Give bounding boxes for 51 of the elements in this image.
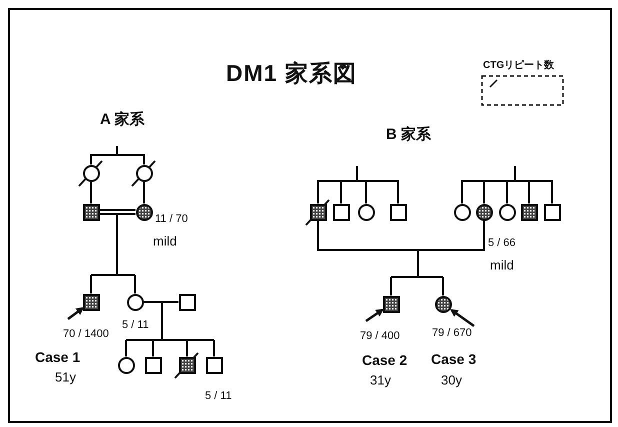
- repeat-count: 79 / 400: [360, 330, 400, 342]
- square-symbol: [382, 296, 400, 312]
- square-symbol: [178, 294, 196, 310]
- age-label: 30y: [441, 372, 462, 388]
- legend-caption: CTGリピート数: [483, 58, 554, 72]
- repeat-count: 5 / 11: [205, 390, 232, 402]
- severity-note: mild: [153, 234, 177, 248]
- family-heading: B 家系: [386, 125, 431, 144]
- age-label: 31y: [370, 372, 391, 388]
- repeat-count: 5 / 11: [122, 319, 149, 331]
- square-symbol: [310, 204, 326, 220]
- circle-symbol: [136, 204, 152, 220]
- pedigree-line: [125, 301, 215, 358]
- square-symbol: [206, 356, 222, 374]
- pedigree-line: [90, 209, 136, 294]
- circle-symbol: [476, 204, 492, 220]
- case-label: Case 3: [431, 351, 476, 367]
- pedigree-line: [116, 146, 145, 164]
- arrow: [365, 308, 384, 322]
- circle-symbol: [118, 356, 134, 374]
- square-symbol: [82, 294, 100, 310]
- title: DM1 家系図: [226, 59, 357, 88]
- circle-symbol: [136, 164, 152, 182]
- square-symbol: [332, 204, 350, 220]
- circle-symbol: [126, 294, 144, 310]
- square-symbol: [544, 204, 560, 220]
- pedigree-line: [317, 220, 485, 296]
- repeat-count: 70 / 1400: [63, 328, 109, 340]
- repeat-count: 5 / 66: [488, 237, 516, 249]
- square-symbol: [144, 356, 162, 374]
- severity-note: mild: [490, 258, 514, 272]
- case-label: Case 2: [362, 352, 408, 368]
- case-label: Case 1: [35, 349, 80, 365]
- square-symbol: [82, 204, 100, 220]
- arrow: [67, 307, 84, 320]
- pedigree-line: [356, 166, 399, 204]
- age-label: 51y: [55, 370, 76, 384]
- square-symbol: [520, 204, 538, 220]
- pedigree-line: [143, 182, 145, 204]
- circle-symbol: [82, 164, 100, 182]
- square-symbol: [390, 204, 406, 220]
- circle-symbol: [358, 204, 374, 220]
- repeat-count: 79 / 670: [432, 327, 472, 339]
- circle-symbol: [434, 296, 452, 312]
- repeat-count: 11 / 70: [155, 213, 188, 225]
- square-symbol: [178, 356, 196, 374]
- circle-symbol: [454, 204, 470, 220]
- pedigree-line: [90, 182, 92, 204]
- arrow: [450, 308, 475, 328]
- family-heading: A 家系: [100, 110, 144, 129]
- circle-symbol: [498, 204, 516, 220]
